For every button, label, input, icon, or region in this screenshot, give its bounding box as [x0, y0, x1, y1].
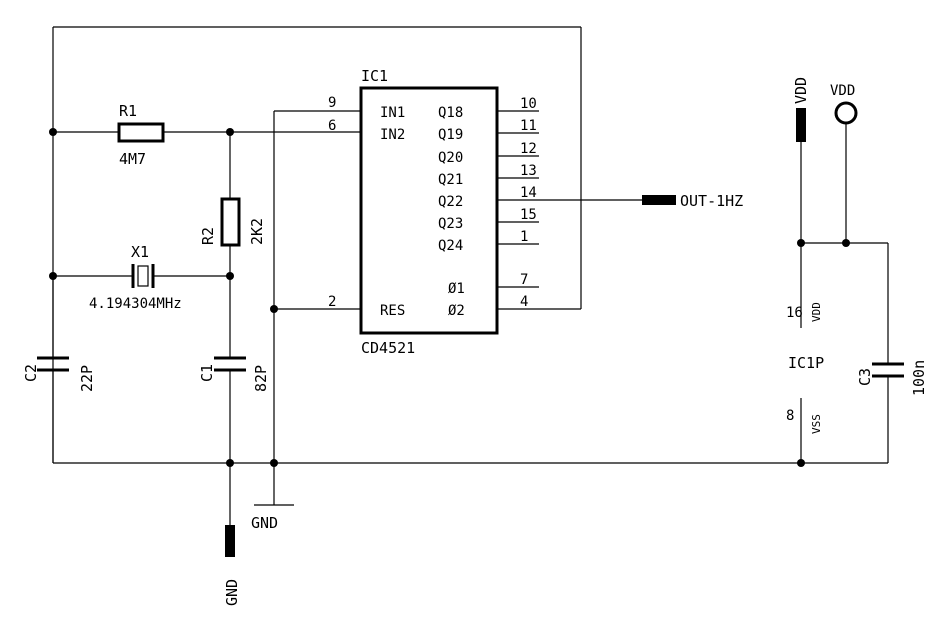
c3-value: 100n — [910, 360, 928, 396]
pin-o2-name: Ø2 — [448, 303, 465, 319]
vdd-label-text: VDD — [792, 77, 810, 104]
pin-q18-name: Q18 — [438, 105, 463, 121]
pin-13-num: 13 — [520, 163, 537, 179]
gnd-symbol-text: GND — [251, 514, 278, 532]
gnd-net-label: GND — [223, 525, 241, 606]
pin-o1-name: Ø1 — [448, 281, 465, 297]
junctions — [49, 128, 850, 467]
x1-ref: X1 — [131, 243, 149, 261]
power-ref: IC1P — [788, 354, 824, 372]
r1-value: 4M7 — [119, 150, 146, 168]
pin-1-num: 1 — [520, 229, 528, 245]
ic1-ref: IC1 — [361, 67, 388, 85]
output-label-text: OUT-1HZ — [680, 192, 743, 210]
pin-q22-name: Q22 — [438, 194, 463, 210]
r1-ref: R1 — [119, 102, 137, 120]
gnd-symbol: GND — [251, 514, 278, 532]
pin-q23-name: Q23 — [438, 216, 463, 232]
ic1-part: CD4521 — [361, 339, 415, 357]
c1-value: 82P — [252, 365, 270, 392]
vdd-circle-text: VDD — [830, 83, 855, 99]
c1-ref: C1 — [198, 364, 216, 382]
r2-value: 2K2 — [248, 218, 266, 245]
output-net-label: OUT-1HZ — [642, 192, 743, 210]
x1-value: 4.194304MHz — [89, 296, 182, 312]
pin-in1-name: IN1 — [380, 105, 405, 121]
pin-15-num: 15 — [520, 207, 537, 223]
r2-ref: R2 — [199, 227, 217, 245]
power-vdd-pin: 16 — [786, 305, 803, 321]
pin-q24-name: Q24 — [438, 238, 463, 254]
power-vss-pin: 8 — [786, 408, 794, 424]
pin-res-name: RES — [380, 303, 405, 319]
c2-ref: C2 — [22, 364, 40, 382]
gnd-label-text: GND — [223, 579, 241, 606]
ic1-counter: IC1 CD4521 IN1 IN2 RES 9 6 2 Q18 Q19 Q20… — [328, 67, 537, 357]
wires — [52, 26, 889, 534]
pin-4-num: 4 — [520, 294, 528, 310]
pin-in2-name: IN2 — [380, 127, 405, 143]
c3-ref: C3 — [856, 368, 874, 386]
pin-in1-num: 9 — [328, 95, 336, 111]
pin-q21-name: Q21 — [438, 172, 463, 188]
resistor-r1: R1 4M7 — [117, 102, 165, 168]
c2-value: 22P — [78, 365, 96, 392]
ic1-body — [359, 86, 499, 335]
pin-11-num: 11 — [520, 118, 537, 134]
resistor-r2: R2 2K2 — [199, 197, 266, 247]
pin-12-num: 12 — [520, 141, 537, 157]
capacitor-c2: C2 22P — [22, 276, 96, 463]
crystal-x1: X1 4.194304MHz — [89, 243, 182, 312]
pin-10-num: 10 — [520, 96, 537, 112]
vdd-net-label: VDD — [792, 77, 810, 142]
capacitor-c3: C3 100n — [856, 360, 928, 396]
power-vss-name: VSS — [810, 414, 823, 434]
pin-q19-name: Q19 — [438, 127, 463, 143]
pin-in2-num: 6 — [328, 118, 336, 134]
pin-7-num: 7 — [520, 272, 528, 288]
pin-res-num: 2 — [328, 294, 336, 310]
pin-q20-name: Q20 — [438, 150, 463, 166]
capacitor-c1: C1 82P — [198, 356, 270, 392]
vdd-supply: VDD — [830, 83, 858, 125]
power-vdd-name: VDD — [810, 302, 823, 322]
pin-14-num: 14 — [520, 185, 537, 201]
ic1-power: 16 VDD IC1P 8 VSS — [786, 302, 824, 434]
